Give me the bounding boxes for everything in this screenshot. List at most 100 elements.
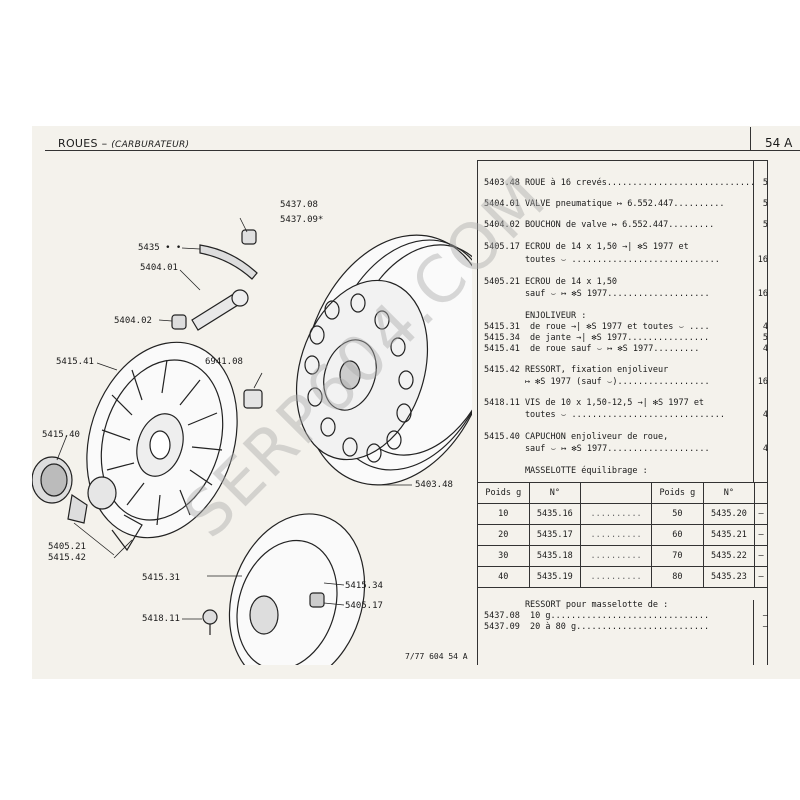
- table-cell: 5435.17: [528, 524, 582, 546]
- header-divider: [750, 127, 751, 150]
- callout-5404-01: 5404.01: [140, 263, 178, 273]
- part-row: 5405.21 ECROU de 14 x 1,50: [484, 277, 618, 287]
- table-cell: 60: [651, 524, 704, 546]
- section-subtitle: (CARBURATEUR): [111, 140, 190, 150]
- section-title-dash: –: [101, 137, 108, 150]
- part-qty: 4: [762, 444, 768, 454]
- table-cell: –: [754, 545, 768, 567]
- part-qty: 5: [762, 220, 768, 230]
- table-row: 30 5435.18 .......... 70 5435.22 –: [477, 545, 768, 567]
- part-qty: –: [762, 611, 768, 621]
- table-cell: 5435.20: [702, 503, 756, 525]
- header-cell: Poids g: [477, 482, 530, 504]
- list-qty-divider: [753, 160, 754, 482]
- part-row: toutes ⌣ ..............................: [484, 410, 725, 420]
- wheel-exploded-diagram: [32, 217, 472, 665]
- callout-5418-11: 5418.11: [142, 614, 180, 624]
- part-row: 5415.34 de jante →| ✻S 1977.............…: [484, 333, 710, 343]
- callout-5405-17: 5405.17: [345, 601, 383, 611]
- spring-clip-drawing: [241, 229, 257, 245]
- table-row: 40 5435.19 .......... 80 5435.23 –: [477, 566, 768, 588]
- hubcap-nut-drawing: [309, 592, 325, 608]
- masselotte-table: Poids g N° Poids g N° 10 5435.16 .......…: [477, 482, 768, 588]
- part-row: ↦ ✻S 1977 (sauf ⌣)..................: [484, 377, 710, 387]
- part-row: 5403.48 ROUE à 16 crevés................…: [484, 178, 756, 188]
- table-row: 20 5435.17 .......... 60 5435.21 –: [477, 524, 768, 546]
- ressort-heading: RESSORT pour masselotte de :: [484, 600, 669, 610]
- section-title-text: ROUES: [58, 137, 98, 150]
- section-title: ROUES – (CARBURATEUR): [58, 137, 189, 150]
- header-cell: [754, 482, 768, 504]
- part-row: 5415.40 CAPUCHON enjoliveur de roue,: [484, 432, 669, 442]
- table-cell: 40: [477, 566, 530, 588]
- part-qty: 5: [762, 178, 768, 188]
- table-cell: 10: [477, 503, 530, 525]
- callout-5415-31: 5415.31: [142, 573, 180, 583]
- table-row: 10 5435.16 .......... 50 5435.20 –: [477, 503, 768, 525]
- part-row: 5415.42 RESSORT, fixation enjoliveur: [484, 365, 669, 375]
- list-border-top: [477, 160, 768, 161]
- table-cell: 5435.19: [528, 566, 582, 588]
- list-border-right: [767, 160, 768, 665]
- callout-5403-48: 5403.48: [415, 480, 453, 490]
- part-qty: 4: [762, 410, 768, 420]
- center-cap-drawing: [32, 456, 73, 504]
- part-row: 5418.11 VIS de 10 x 1,50-12,5 →| ✻S 1977…: [484, 398, 705, 408]
- spring-wire-drawing: [111, 514, 143, 552]
- callout-5437-08: 5437.08: [280, 200, 318, 210]
- part-row: toutes ⌣ .............................: [484, 255, 720, 265]
- table-cell: 80: [651, 566, 704, 588]
- wheel-rim-drawing: [295, 234, 472, 486]
- part-row: ENJOLIVEUR :: [484, 311, 587, 321]
- callout-5435: 5435 • •: [138, 243, 182, 253]
- table-cell: ..........: [580, 524, 653, 546]
- hubcap-drawing: [228, 513, 366, 665]
- part-qty: 16: [757, 289, 768, 299]
- table-cell: –: [754, 566, 768, 588]
- callout-5404-02: 5404.02: [114, 316, 152, 326]
- table-cell: –: [754, 503, 768, 525]
- part-row: 5437.09 20 à 80 g.......................…: [484, 622, 710, 632]
- table-cell: ..........: [580, 566, 653, 588]
- part-row: 5437.08 10 g............................…: [484, 611, 710, 621]
- ressort-qty-divider: [753, 600, 754, 665]
- header-cell: [580, 482, 653, 504]
- table-cell: 5435.23: [702, 566, 756, 588]
- callout-5405-21: 5405.21: [48, 542, 86, 552]
- table-cell: 20: [477, 524, 530, 546]
- callout-5415-42: 5415.42: [48, 553, 86, 563]
- part-qty: 4: [762, 322, 768, 332]
- table-cell: –: [754, 524, 768, 546]
- part-row: 5405.17 ECROU de 14 x 1,50 →| ✻S 1977 et: [484, 242, 689, 252]
- part-row: 5415.31 de roue →| ✻S 1977 et toutes ⌣ .…: [484, 322, 710, 332]
- balance-weight-drawing: [199, 244, 258, 280]
- part-qty: 16: [757, 255, 768, 265]
- page-number: 54 A: [765, 136, 793, 150]
- table-cell: 50: [651, 503, 704, 525]
- part-row: 5415.41 de roue sauf ⌣ ↦ ✻S 1977........…: [484, 344, 700, 354]
- part-row: sauf ⌣ ↦ ✻S 1977....................: [484, 289, 710, 299]
- header-cell: N°: [528, 482, 582, 504]
- table-header-row: Poids g N° Poids g N°: [477, 482, 768, 504]
- table-cell: 5435.21: [702, 524, 756, 546]
- callout-5437-09: 5437.09*: [280, 215, 324, 225]
- callout-6941-08: 6941.08: [205, 357, 243, 367]
- table-cell: 5435.18: [528, 545, 582, 567]
- part-qty: 5: [762, 333, 768, 343]
- table-cell: 5435.16: [528, 503, 582, 525]
- callout-5415-40: 5415.40: [42, 430, 80, 440]
- part-qty: –: [762, 622, 768, 632]
- clip-drawing: [243, 389, 263, 409]
- part-row: sauf ⌣ ↦ ✻S 1977....................: [484, 444, 710, 454]
- bolt-drawing: [202, 609, 218, 635]
- callout-5415-34: 5415.34: [345, 581, 383, 591]
- list-border-left: [477, 160, 478, 665]
- callout-5415-41: 5415.41: [56, 357, 94, 367]
- footer-reference: 7/77 604 54 A: [405, 652, 468, 661]
- part-qty: 4: [762, 344, 768, 354]
- table-cell: 5435.22: [702, 545, 756, 567]
- table-cell: 70: [651, 545, 704, 567]
- table-cell: ..........: [580, 503, 653, 525]
- part-row: 5404.02 BOUCHON de valve ↦ 6.552.447....…: [484, 220, 715, 230]
- valve-drawing: [171, 289, 249, 331]
